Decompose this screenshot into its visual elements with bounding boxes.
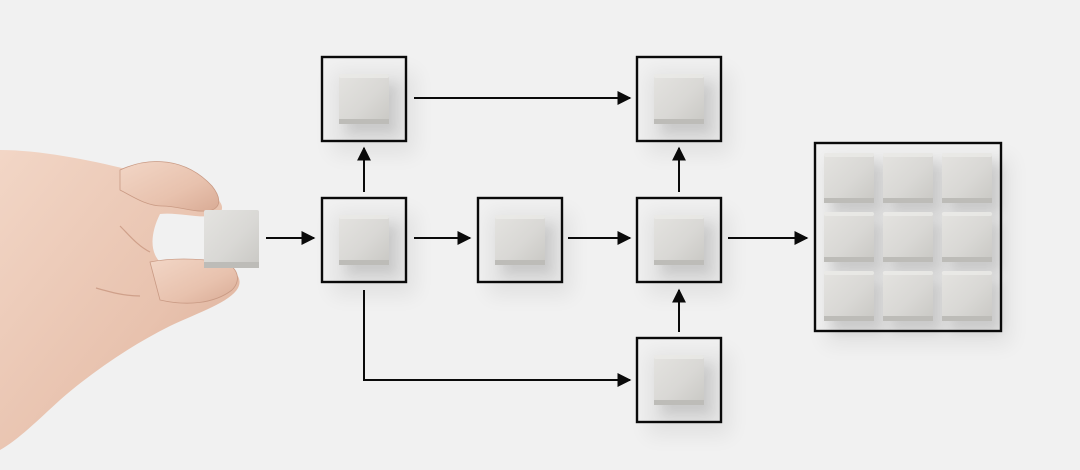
- grid-block: [942, 153, 992, 203]
- result-grid-frame: [813, 141, 1003, 333]
- grid-block: [883, 271, 933, 321]
- held-block: [204, 210, 259, 268]
- node-2-top-left: [320, 55, 408, 143]
- index-finger: [149, 258, 238, 304]
- grid-block: [942, 271, 992, 321]
- node-1-center-block: [339, 215, 389, 265]
- node-1-center: [320, 196, 408, 284]
- node-3-middle: [476, 196, 564, 284]
- node-3-middle-frame: [476, 196, 564, 284]
- result-grid: [813, 141, 1003, 333]
- grid-block: [824, 271, 874, 321]
- hand-palm: [0, 150, 240, 450]
- thumb: [119, 161, 220, 212]
- node-4-top-right: [635, 55, 723, 143]
- node-3-middle-block: [495, 215, 545, 265]
- node-6-bottom-frame: [635, 336, 723, 424]
- node-2-top-left-block: [339, 74, 389, 124]
- node-2-top-left-frame: [320, 55, 408, 143]
- node-6-bottom-block: [654, 355, 704, 405]
- node-1-center-frame: [320, 196, 408, 284]
- node-5-center-right-block: [654, 215, 704, 265]
- node-4-top-right-block: [654, 74, 704, 124]
- grid-block: [942, 212, 992, 262]
- grid-block: [883, 153, 933, 203]
- node-5-center-right-frame: [635, 196, 723, 284]
- node-6-bottom: [635, 336, 723, 424]
- grid-block: [883, 212, 933, 262]
- node-5-center-right: [635, 196, 723, 284]
- arrow-node-1-center-to-node-6-bottom: [363, 290, 632, 387]
- grid-block: [824, 153, 874, 203]
- node-4-top-right-frame: [635, 55, 723, 143]
- grid-block: [824, 212, 874, 262]
- hand-illustration: [0, 150, 259, 450]
